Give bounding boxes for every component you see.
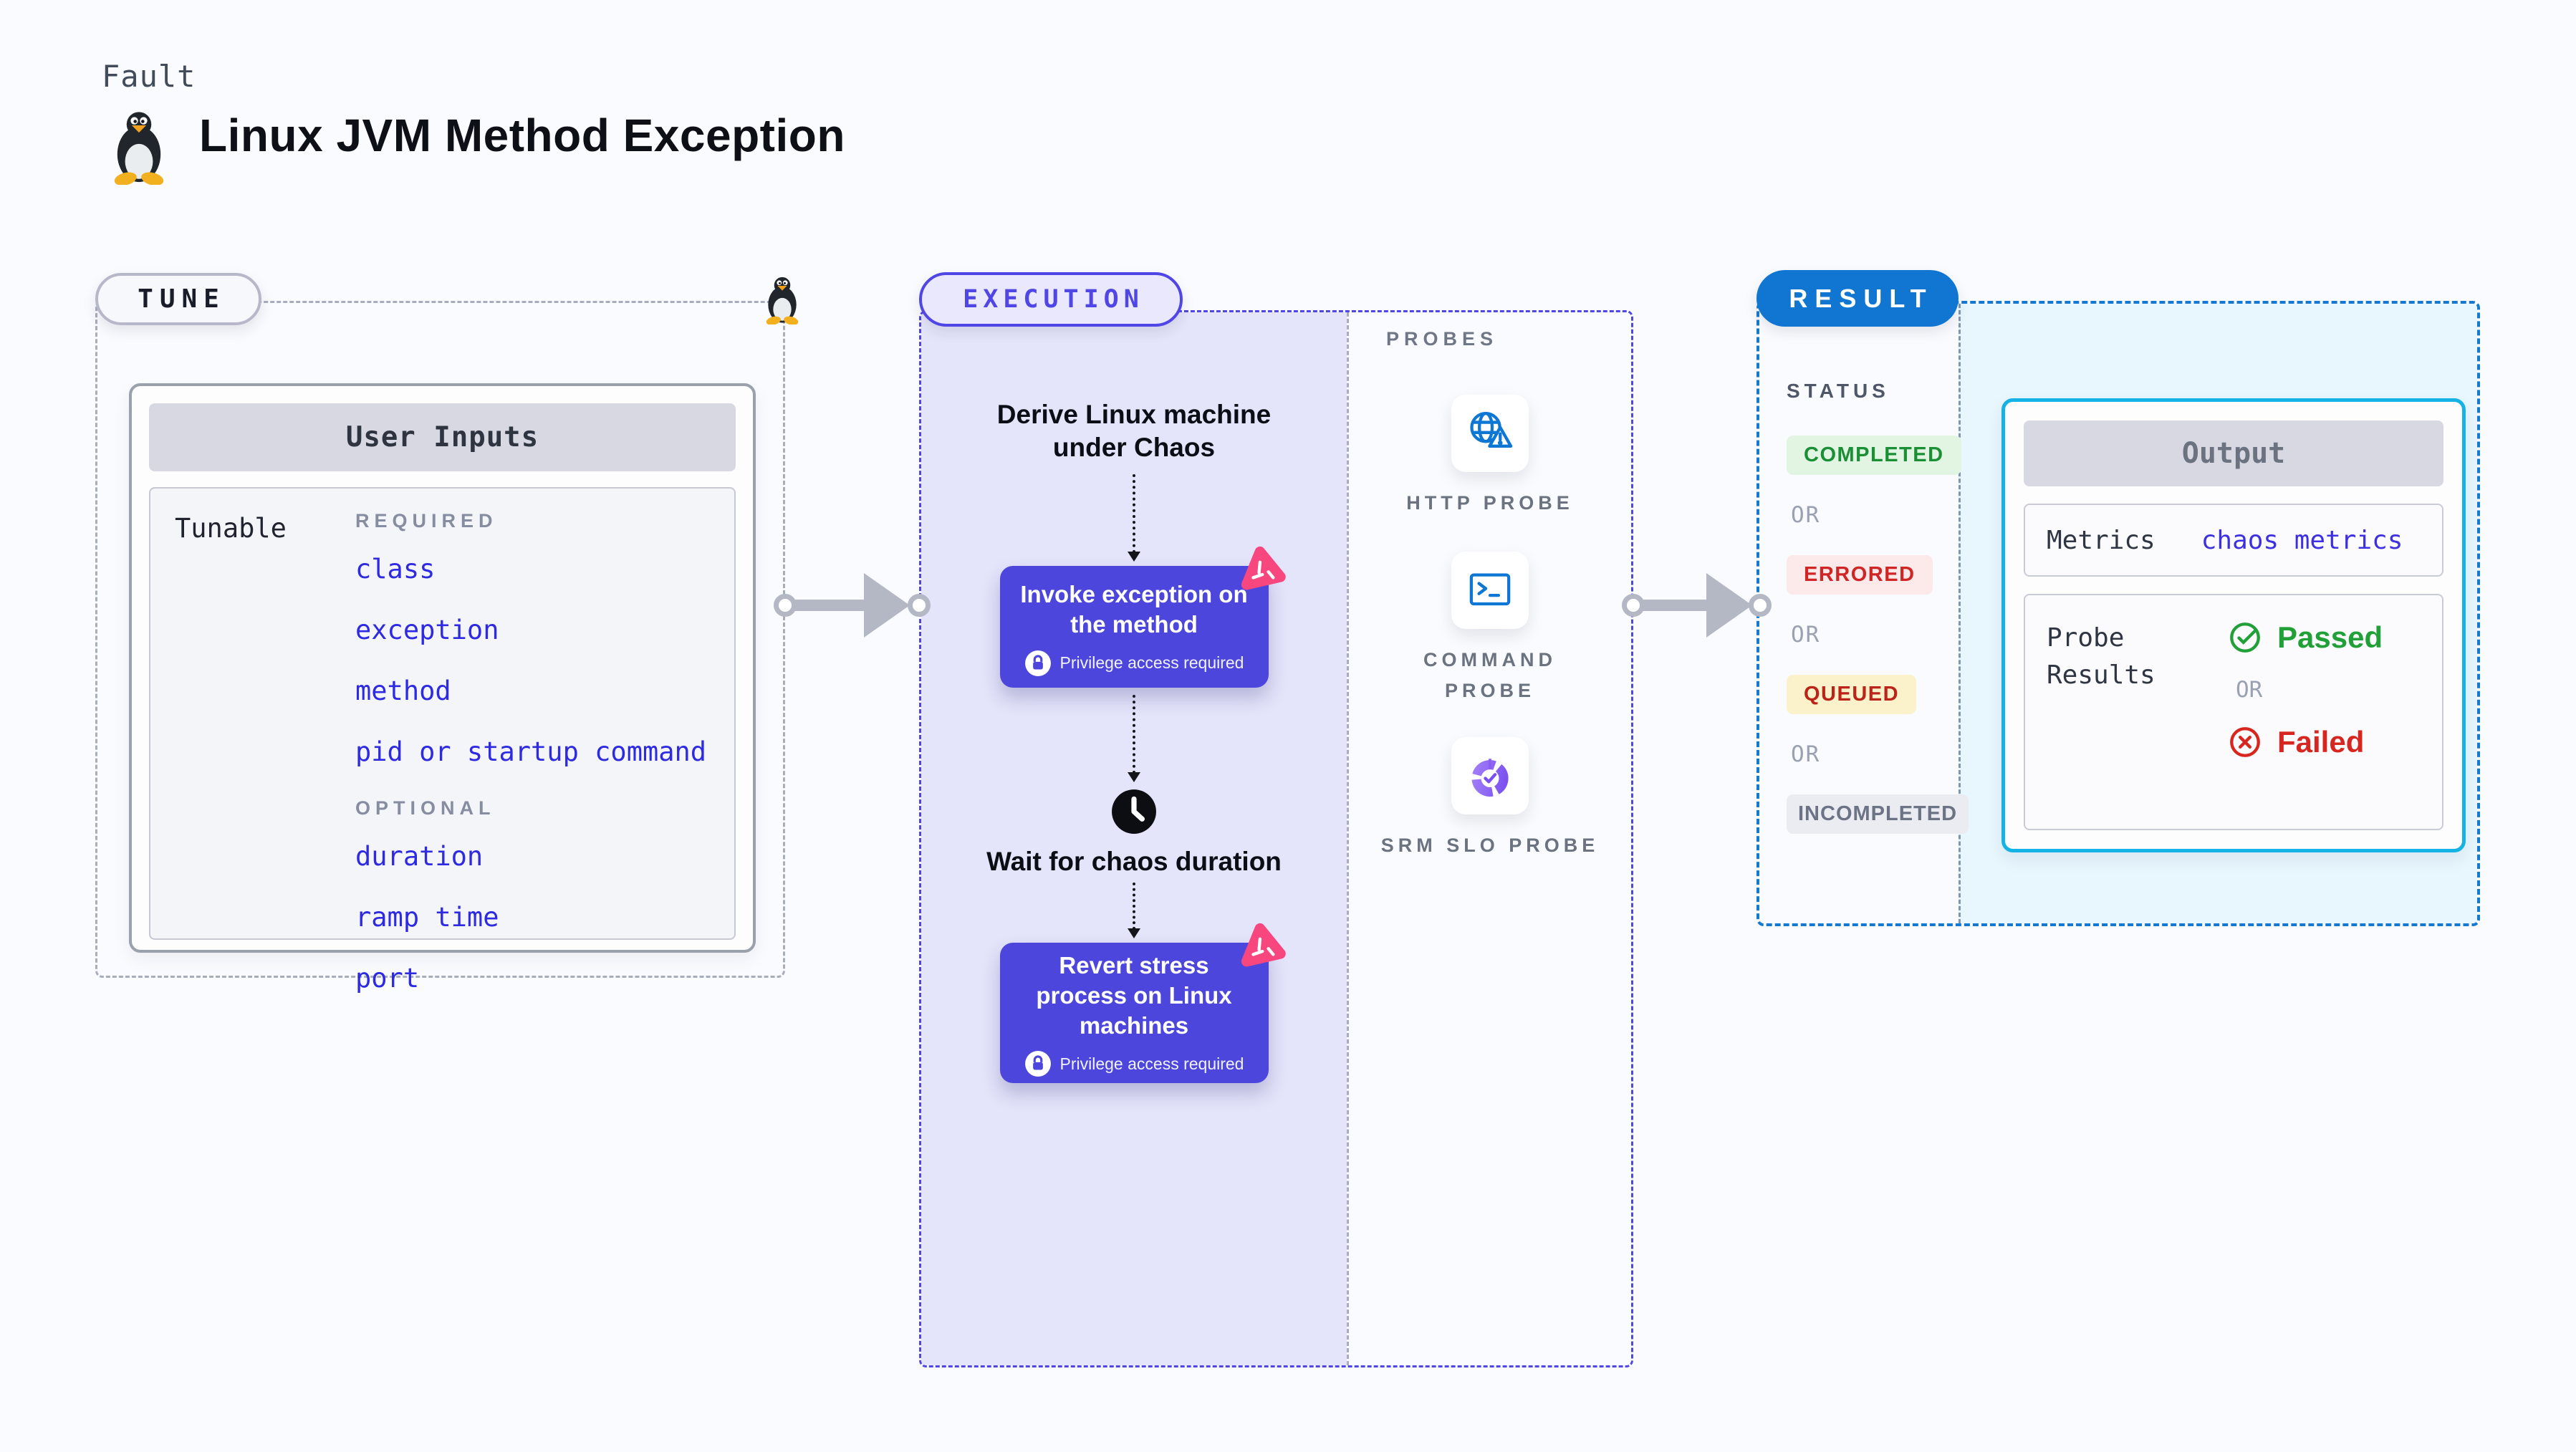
tunable-item-ramp-time[interactable]: ramp time [355,902,499,933]
arrow-right-icon [864,573,910,638]
command-probe-card [1451,552,1529,630]
execution-flow-panel: Derive Linux machine under Chaos Invoke … [921,312,1347,1365]
status-badge-errored: ERRORED [1787,555,1933,595]
tunable-item-method[interactable]: method [355,675,451,706]
user-inputs-body: Tunable REQUIRED class exception method … [149,487,736,994]
passed-label: Passed [2277,620,2383,654]
tune-section-box [95,301,785,978]
status-badge-completed: COMPLETED [1787,436,1961,475]
status-badge-queued: QUEUED [1787,675,1917,714]
command-probe-label: COMMAND PROBE [1423,649,1557,702]
chaos-logo-icon [1233,918,1288,973]
chaos-metrics-link[interactable]: chaos metrics [2201,525,2403,555]
execution-pill: EXECUTION [919,272,1183,327]
tune-pill: TUNE [95,273,261,325]
invoke-step-label: Invoke exception on the method [1020,580,1248,638]
connector-dot [1749,594,1772,617]
arrow-right-icon [1706,573,1752,638]
status-badge-incompleted: INCOMPLETED [1787,794,1969,834]
srm-slo-probe-card [1451,736,1529,814]
tunable-item-exception[interactable]: exception [355,615,499,645]
metrics-label: Metrics [2047,525,2156,555]
lock-icon [1024,1051,1051,1077]
tunable-item-pid-or-startup-command[interactable]: pid or startup command [355,736,707,767]
arrow-shaft [794,600,868,611]
probes-panel: PROBES HTTP PROBE COMMA [1347,312,1631,1365]
execution-section-box: Derive Linux machine under Chaos Invoke … [919,310,1633,1367]
privilege-note-text: Privilege access required [1059,1054,1244,1073]
tunable-list: REQUIRED class exception method pid or s… [355,510,710,994]
output-card: Output Metrics chaos metrics Probe Resul… [2001,398,2466,852]
terminal-icon [1469,573,1511,606]
probe-results-row: Probe Results Passed OR [2024,594,2443,830]
connector-dot [774,594,797,617]
result-section-box: STATUS COMPLETED OR ERRORED OR QUEUED OR… [1756,301,2480,926]
arrow-down-icon [1128,771,1140,782]
probe-results-values: Passed OR Failed [2227,620,2383,804]
check-circle-icon [2230,622,2260,653]
or-separator: OR [2236,677,2263,703]
probes-label: PROBES [1386,328,1499,350]
flow-connector [1128,473,1140,562]
status-label: STATUS [1787,380,1890,402]
tunable-label: Tunable [175,513,287,544]
user-inputs-card: User Inputs Tunable REQUIRED class excep… [129,383,756,994]
revert-stress-node: Revert stress process on Linux machines … [999,923,1286,1083]
or-separator: OR [1791,622,1821,648]
http-probe-card [1451,395,1529,472]
probe-results-label: Probe Results [2047,623,2156,691]
probe-result-failed: Failed [2227,724,2383,760]
result-divider [1959,304,1961,923]
tunable-item-port[interactable]: port [355,963,420,994]
connector-dot [1622,594,1645,617]
arrow-shaft [1642,600,1711,611]
connector-dot [908,594,931,617]
x-circle-icon [2230,727,2260,757]
linux-penguin-icon [106,109,172,186]
chaos-logo-icon [1233,542,1288,597]
required-section-label: REQUIRED [355,510,498,532]
probe-result-passed: Passed [2227,620,2383,655]
failed-label: Failed [2277,725,2365,759]
privilege-note-row: Privilege access required [1024,1050,1244,1077]
linux-penguin-corner-icon [761,275,804,325]
tunable-item-duration[interactable]: duration [355,841,484,872]
slo-donut-icon [1471,758,1509,797]
globe-alert-icon [1470,411,1513,448]
privilege-note-text: Privilege access required [1059,653,1244,673]
lock-icon [1024,650,1051,676]
flow-connector [1128,694,1140,782]
user-inputs-title: User Inputs [149,403,736,471]
page-title: Linux JVM Method Exception [199,110,845,161]
output-title: Output [2024,420,2443,486]
arrow-down-icon [1128,928,1140,938]
arrow-down-icon [1128,551,1140,562]
or-separator: OR [1791,502,1821,528]
metrics-row: Metrics chaos metrics [2024,504,2443,577]
flow-connector [1128,882,1140,938]
tunable-item-class[interactable]: class [355,554,436,585]
privilege-note-row: Privilege access required [1024,650,1244,677]
revert-step-label: Revert stress process on Linux machines [1036,951,1232,1039]
status-column: STATUS COMPLETED OR ERRORED OR QUEUED OR… [1759,304,1969,834]
optional-section-label: OPTIONAL [355,797,496,819]
srm-slo-probe-label: SRM SLO PROBE [1380,834,1600,856]
derive-step-text: Derive Linux machine under Chaos [996,400,1272,462]
http-probe-label: HTTP PROBE [1406,492,1574,514]
wait-step-text: Wait for chaos duration [986,846,1282,876]
invoke-exception-node: Invoke exception on the method Privilege… [999,546,1286,688]
clock-icon [1110,788,1158,835]
result-pill: RESULT [1756,270,1959,327]
or-separator: OR [1791,741,1821,767]
fault-kicker: Fault [102,59,196,94]
